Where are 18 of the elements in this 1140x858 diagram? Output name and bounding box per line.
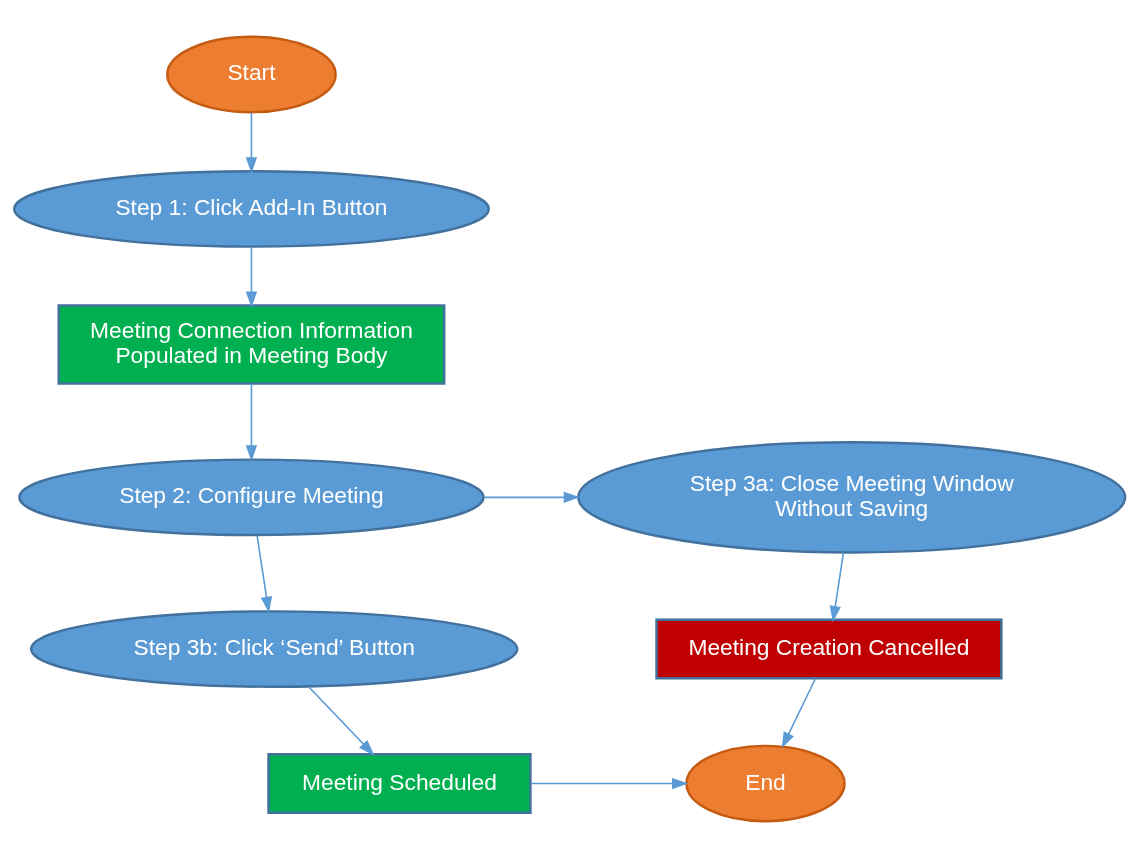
arrow: [256, 534, 273, 614]
arrow: [781, 677, 817, 749]
node-ellipse: Start: [166, 35, 337, 114]
node-box: Meeting Creation Cancelled: [655, 618, 1003, 680]
arrow: [245, 246, 258, 308]
node-ellipse: Step 1: Click Add-In Button: [13, 170, 490, 248]
arrow: [530, 777, 689, 790]
node-ellipse: Step 3b: Click ‘Send’ Button: [30, 610, 519, 688]
arrow: [245, 383, 258, 462]
arrow: [245, 111, 258, 174]
node-ellipse: End: [685, 744, 846, 823]
node-box: Meeting Scheduled: [267, 753, 532, 815]
node-box: Meeting Connection Information Populated in Meeting Body: [57, 304, 446, 385]
arrow: [829, 551, 845, 623]
arrow: [483, 491, 580, 504]
node-ellipse: Step 3a: Close Meeting Window Without Saving: [577, 441, 1127, 554]
node-ellipse: Step 2: Configure Meeting: [18, 458, 485, 537]
arrow: [308, 686, 375, 756]
